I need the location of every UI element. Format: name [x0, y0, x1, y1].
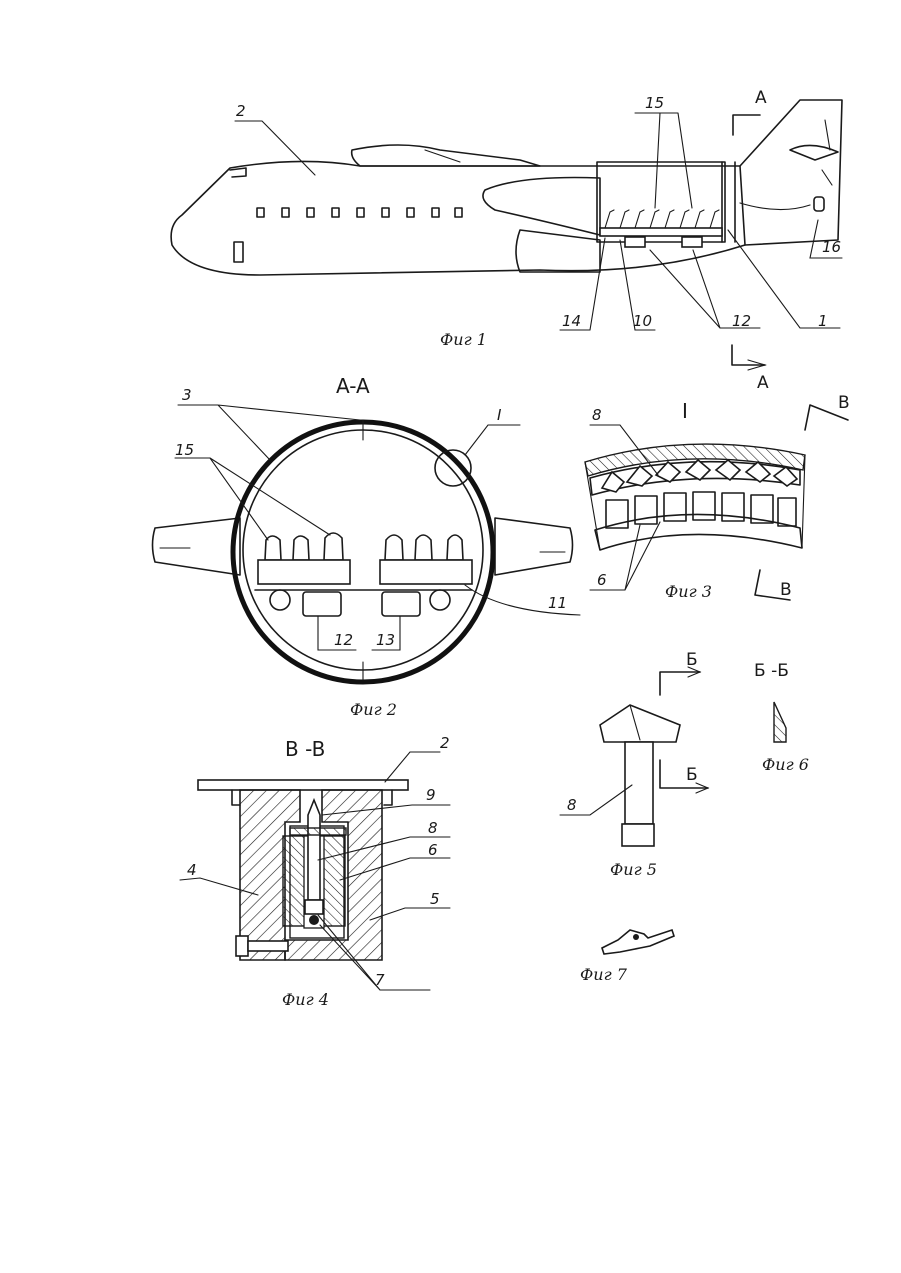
label-7: 7: [375, 971, 385, 989]
section-title-a-a: A-A: [336, 374, 370, 398]
section-mark-b-bottom: B: [780, 580, 792, 600]
label-6: 6: [597, 571, 607, 589]
label-9: 9: [426, 786, 436, 804]
fuselage-outline: [171, 161, 745, 275]
section-mark-b-top: B: [838, 393, 850, 413]
figure-1-aircraft-side-view: 2 15 A 16 14 10 12 1 A Фиг 1: [171, 88, 842, 393]
caption-fig-1: Фиг 1: [440, 330, 487, 349]
washer-9: [290, 828, 346, 835]
part-outline: [602, 930, 674, 954]
label-2: 2: [236, 102, 246, 120]
label-15: 15: [645, 94, 664, 112]
cockpit-window: [230, 168, 246, 177]
figure-5-pin: 8 Б Б Фиг 5: [560, 650, 708, 879]
caption-fig-7: Фиг 7: [580, 965, 628, 984]
label-12: 12: [732, 312, 751, 330]
skin-plate: [198, 780, 408, 790]
bolt: [236, 936, 248, 956]
wing-stub-left: [153, 518, 241, 575]
duct-right: [430, 590, 450, 610]
engine-lower: [516, 230, 600, 272]
section-profile: [774, 702, 786, 742]
pin-head: [600, 705, 680, 742]
seats-right-group: [385, 535, 463, 560]
label-15: 15: [175, 441, 194, 459]
caption-fig-6: Фиг 6: [762, 755, 809, 774]
section-title-be-be: Б -Б: [754, 661, 789, 681]
caption-fig-4: Фиг 4: [282, 990, 329, 1009]
duct-left: [270, 590, 290, 610]
wing-stub-right: [495, 518, 573, 575]
pin-8: [308, 800, 320, 900]
figure-7-part: Фиг 7: [580, 930, 674, 984]
section-mark-be-bottom: Б: [686, 765, 698, 785]
label-12: 12: [334, 631, 353, 649]
caption-fig-3: Фиг 3: [665, 582, 712, 601]
label-8: 8: [592, 406, 602, 424]
label-1: 1: [818, 312, 828, 330]
label-11: 11: [548, 594, 567, 612]
floor-rail: [600, 228, 722, 236]
section-mark-be-top: Б: [686, 650, 698, 670]
stabilizer: [790, 145, 838, 160]
figure-3-detail-i: I 8: [585, 393, 850, 601]
label-14: 14: [562, 312, 581, 330]
label-10: 10: [633, 312, 652, 330]
label-6: 6: [428, 841, 438, 859]
detail-title-i: I: [682, 399, 688, 423]
label-16: 16: [822, 238, 841, 256]
detail-blocks: [606, 492, 796, 528]
container-12: [303, 592, 341, 616]
tail-fin: [740, 100, 842, 245]
pin-shaft: [625, 742, 653, 824]
wing: [352, 145, 540, 166]
seat-block-12b: [682, 237, 702, 247]
section-mark-a-bottom: A: [757, 373, 769, 393]
window-row: [257, 208, 462, 217]
label-3: 3: [182, 386, 192, 404]
label-5: 5: [430, 890, 440, 908]
pin-base: [622, 824, 654, 846]
label-4: 4: [187, 861, 197, 879]
engine-nacelle: [483, 178, 600, 236]
figure-2-cross-section: A-A: [153, 374, 581, 719]
container-13: [382, 592, 420, 616]
label-13: 13: [376, 631, 395, 649]
cabin-floor-right: [380, 560, 472, 584]
ball-7: [309, 915, 319, 925]
section-mark-a-top: A: [755, 88, 767, 108]
door: [234, 242, 243, 262]
label-2: 2: [440, 734, 450, 752]
figure-6-section: Б -Б Фиг 6: [754, 661, 809, 774]
cabin-floor-left: [258, 560, 350, 584]
seat-block-12a: [625, 237, 645, 247]
label-i: I: [497, 406, 502, 424]
seats-row: [605, 210, 719, 228]
section-title-b-b: B -B: [285, 737, 325, 761]
seats-left-group: [265, 533, 343, 560]
label-8: 8: [428, 819, 438, 837]
caption-fig-2: Фиг 2: [350, 700, 397, 719]
figure-4-section-b-b: B -B 2 9 8 6 4 5 7 Фиг 4: [180, 734, 450, 1009]
label-8: 8: [567, 796, 577, 814]
caption-fig-5: Фиг 5: [610, 860, 657, 879]
